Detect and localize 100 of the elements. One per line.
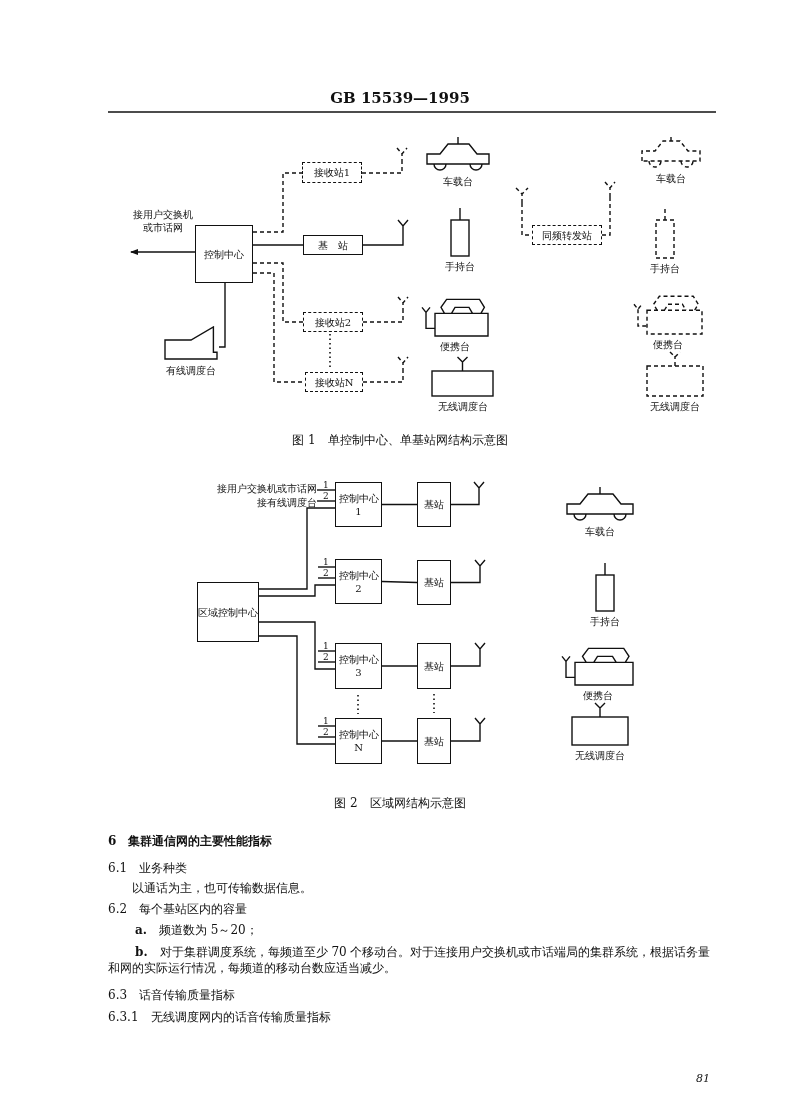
figure-caption: 图 2 区域网结构示意图: [333, 795, 467, 812]
device-label: 便携台: [652, 338, 684, 352]
connector-line: [381, 580, 418, 584]
connector-line: [601, 196, 611, 236]
section-heading: 6.3 话音传输质量指标: [108, 987, 237, 1004]
device-label: 便携台: [439, 340, 471, 354]
device-label: 手持台: [445, 260, 475, 274]
connector-line: [258, 584, 336, 597]
connector-line: [362, 371, 404, 383]
line-label: 接用户交换机或市话网: [132, 208, 194, 234]
section-heading: 6 集群通信网的主要性能指标: [108, 833, 274, 850]
line-number: 2: [323, 492, 329, 501]
device-label: 车载台: [442, 175, 474, 189]
box-label: 控制中心: [338, 568, 379, 582]
device-label: 车载台: [584, 525, 616, 539]
line-number: 1: [323, 717, 329, 726]
header-text: GB 15539—1995: [329, 88, 471, 109]
connector-line: [258, 621, 336, 670]
station-box: [417, 560, 451, 605]
connector-line: [316, 489, 336, 491]
line-label: 接有线调度台: [257, 496, 317, 509]
repeater-box: [532, 225, 602, 245]
box-label: 控制中心: [338, 728, 379, 741]
device-label: 无线调度台: [436, 400, 489, 414]
line-number: 2: [323, 569, 329, 578]
antenna-icon: [473, 482, 485, 497]
box-label: 基 站: [318, 238, 348, 252]
connector-line: [317, 725, 336, 727]
connector-line: [317, 650, 336, 652]
box-label: 接收站N: [314, 375, 354, 389]
connector-line: [317, 661, 336, 663]
connector-line: [361, 162, 403, 174]
connector-line: [258, 507, 336, 590]
connector-line: [362, 234, 404, 246]
station-box: [303, 235, 363, 255]
antenna-icon: [397, 297, 409, 312]
device-label: 手持台: [650, 262, 680, 276]
box-label: 控制中心: [338, 491, 379, 505]
device-label: 手持台: [590, 615, 620, 629]
connector-line: [362, 311, 404, 323]
receiver-station-box: [305, 372, 363, 392]
connector-line: [252, 172, 303, 233]
device-label: 无线调度台: [649, 400, 701, 414]
control-center-box: [197, 582, 259, 642]
line-number: 1: [323, 642, 329, 651]
antenna-icon: [474, 643, 486, 658]
station-box: [417, 482, 451, 527]
line-number: 1: [323, 481, 329, 490]
box-label: 3: [355, 666, 362, 679]
connector-line: [316, 500, 336, 502]
device-label: 有线调度台: [165, 364, 217, 378]
line-number: 2: [323, 728, 329, 737]
figure-caption: 图 1 单控制中心、单基站网结构示意图: [291, 432, 509, 449]
page-number: 81: [695, 1072, 710, 1087]
control-center-box: [195, 225, 253, 283]
connector-line: [381, 740, 418, 742]
connector-line: [450, 496, 480, 506]
box-label: 基站: [424, 734, 444, 748]
arrow: [130, 249, 196, 255]
list-item: b. 对于集群调度系统，每频道至少 70 个移动台。对于连接用户交换机或市话端局的集群系统，根据话务量和网的实际运行情况，每频道的移动台数应适当减少。: [108, 944, 712, 977]
box-label: 控制中心: [204, 247, 244, 261]
antenna-icon: [474, 560, 486, 575]
box-label: 基站: [424, 576, 444, 589]
device-label: 便携台: [581, 689, 614, 703]
line-number: 2: [323, 653, 329, 662]
section-heading: 6.3.1 无线调度网内的话音传输质量指标: [108, 1009, 332, 1026]
connector-line: [218, 282, 226, 348]
connector-line: [450, 574, 481, 584]
antenna-icon: [515, 188, 529, 203]
antenna-icon: [474, 718, 486, 733]
section-heading: 6.2 每个基站区内的容量: [108, 901, 249, 918]
connector-line: [317, 566, 336, 568]
connector-line: [381, 665, 418, 667]
connector-line: [258, 635, 336, 745]
box-label: 区域控制中心: [198, 605, 258, 619]
box-label: 基站: [424, 659, 444, 673]
station-box: [417, 718, 451, 764]
line-number: 1: [323, 558, 329, 567]
box-label: 接收站2: [314, 315, 352, 329]
receiver-station-box: [303, 312, 363, 332]
box-label: 接收站1: [313, 166, 351, 179]
antenna-icon: [397, 357, 409, 372]
paragraph: 以通话为主，也可传输数据信息。: [132, 880, 313, 897]
box-label: 2: [355, 581, 362, 595]
box-label: 控制中心: [338, 653, 379, 666]
device-label: 无线调度台: [574, 749, 626, 763]
antenna-icon: [604, 182, 616, 197]
connector-line: [317, 736, 336, 738]
antenna-icon: [396, 148, 408, 163]
box-label: 基站: [424, 498, 444, 511]
box-label: 1: [355, 504, 362, 518]
box-label: N: [354, 741, 363, 754]
connector-line: [317, 577, 336, 579]
box-label: 同频转发站: [542, 228, 592, 242]
connector-line: [252, 244, 304, 246]
receiver-station-box: [302, 162, 362, 183]
connector-line: [450, 732, 481, 742]
list-item: a. 频道数为 5～20；: [135, 922, 259, 939]
device-label: 车载台: [655, 172, 687, 186]
connector-line: [381, 503, 418, 506]
